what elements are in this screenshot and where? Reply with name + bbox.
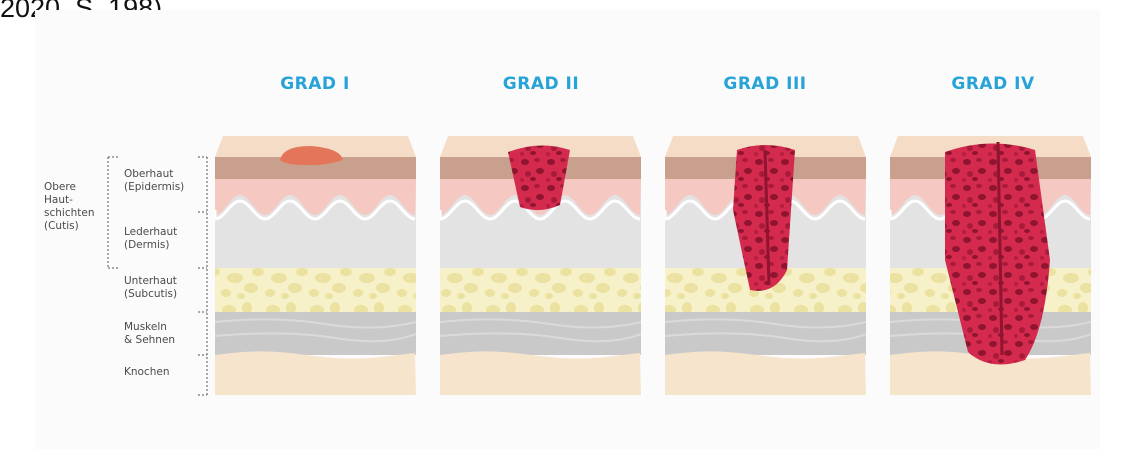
subcutis-layer [440,268,641,312]
subcutis-layer [215,268,416,312]
grade-title-3: GRAD III [723,74,806,94]
skin-block-grade-2 [440,136,641,395]
label-cutis: Obere Haut- schichten (Cutis) [44,181,94,233]
grade-title-4: GRAD IV [951,74,1034,94]
grade-title-1: GRAD I [280,74,350,94]
bone-layer [665,351,866,395]
skin-block-grade-1 [215,136,416,395]
skin-block-grade-4 [890,136,1091,395]
skin-block-grade-3 [665,136,866,395]
label-epidermis: Oberhaut (Epidermis) [124,168,184,194]
label-dermis: Lederhaut (Dermis) [124,226,177,252]
bone-layer [215,351,416,395]
bone-layer [440,351,641,395]
label-bone: Knochen [124,366,170,379]
label-muscle: Muskeln & Sehnen [124,321,175,347]
grade-title-2: GRAD II [503,74,579,94]
label-subcutis: Unterhaut (Subcutis) [124,275,177,301]
